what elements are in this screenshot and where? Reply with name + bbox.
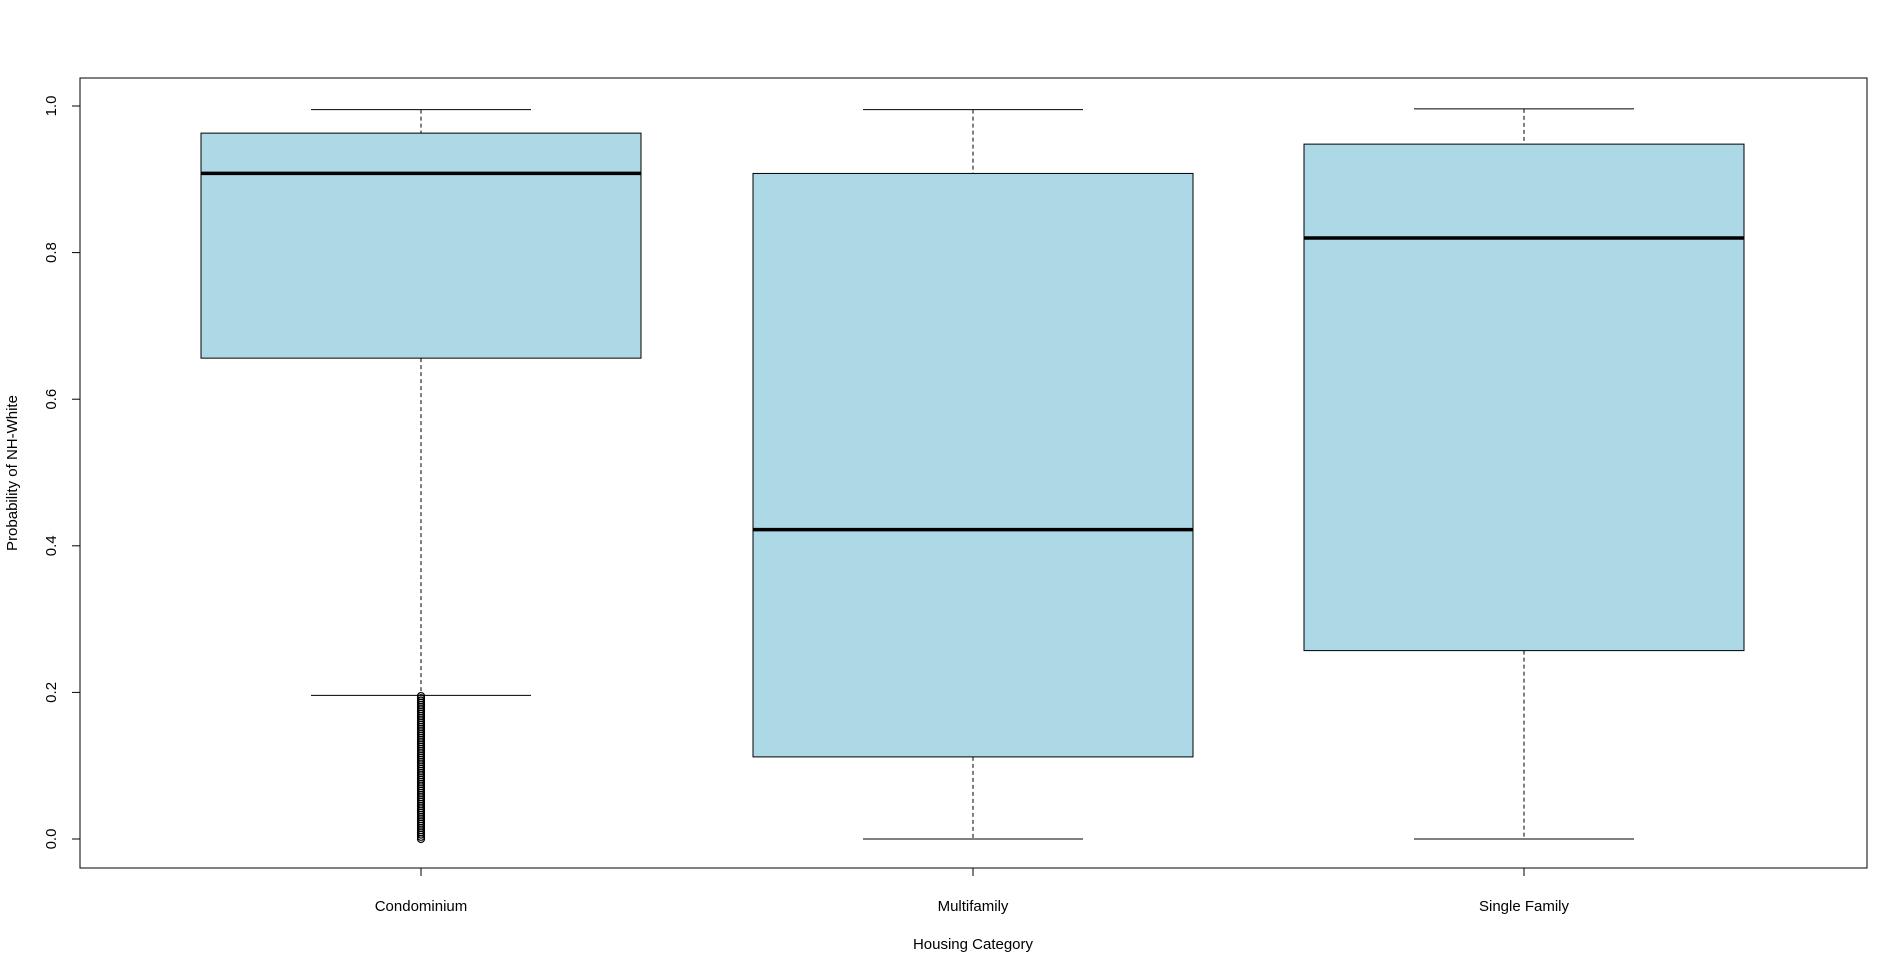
box-multifamily (752, 109, 1194, 840)
x-tick-label: Single Family (1479, 898, 1570, 915)
y-tick-label: 0.6 (43, 389, 60, 410)
y-axis-label: Probability of NH-White (4, 395, 21, 551)
y-tick-label: 0.0 (43, 829, 60, 850)
iqr-box (752, 172, 1194, 758)
x-tick-label: Multifamily (938, 898, 1009, 915)
iqr-box (1303, 143, 1745, 652)
iqr-box (200, 132, 642, 359)
box-condominium (200, 109, 642, 844)
outlier-point (416, 694, 426, 703)
y-tick-label: 1.0 (43, 96, 60, 117)
box-single-family (1303, 108, 1745, 840)
y-tick-label: 0.2 (43, 682, 60, 703)
x-tick-label: Condominium (375, 898, 468, 915)
x-axis-label: Housing Category (913, 936, 1034, 953)
y-tick-label: 0.8 (43, 242, 60, 263)
y-tick-label: 0.4 (43, 535, 60, 556)
outlier-point (416, 696, 426, 705)
outlier-point (416, 691, 426, 701)
